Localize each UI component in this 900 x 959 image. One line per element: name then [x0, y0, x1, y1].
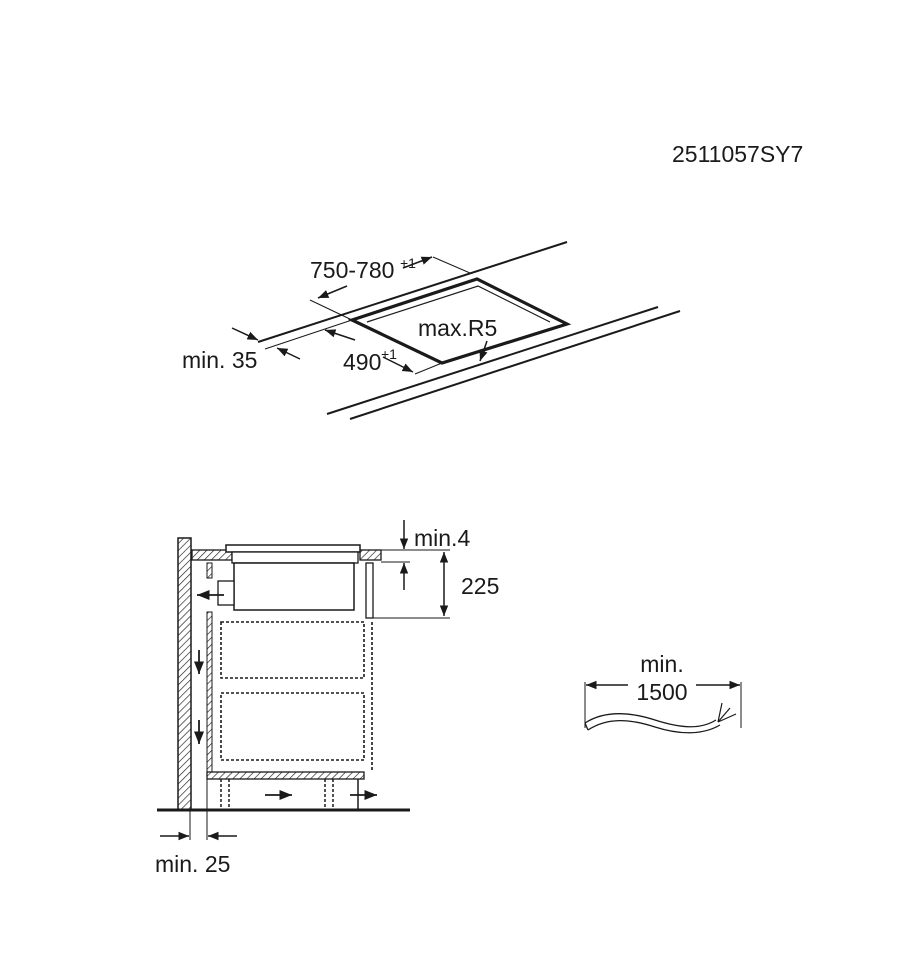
cable-wires-icon: [717, 702, 737, 723]
corner-radius-arrow: [479, 340, 488, 362]
corner-radius-label: max.R5: [418, 315, 497, 341]
cutout-diagram: 750-780 +1 490 +1 min. 35 max.R5: [182, 241, 681, 420]
depth-label: 490: [343, 349, 381, 375]
drawer-lower: [220, 692, 365, 761]
front-reference-line: [264, 319, 353, 350]
hob-frame: [231, 551, 359, 564]
wall: [177, 537, 192, 811]
top-gap-label: min.4: [414, 525, 470, 551]
front-distance-arrow-1: [231, 327, 259, 341]
worktop-back-edge: [257, 241, 568, 343]
height-label: 225: [461, 573, 499, 599]
depth-tolerance: +1: [381, 346, 397, 362]
section-diagram: min.4 225 min. 25: [155, 520, 499, 877]
width-label: 750-780: [310, 257, 394, 283]
cable: [584, 713, 717, 728]
model-code: 2511057SY7: [672, 141, 803, 167]
cable-diagram: min. 1500: [584, 651, 742, 734]
exhaust-duct: [217, 580, 235, 606]
width-arrow-right: [402, 256, 433, 269]
depth-arrow-front: [382, 356, 414, 373]
cable-label-line1: min.: [640, 651, 683, 677]
worktop-front-edge-bottom: [349, 310, 681, 420]
wall-gap-label: min. 25: [155, 851, 230, 877]
panel-back: [206, 611, 213, 773]
hob-body: [233, 562, 355, 611]
panel-top: [206, 562, 213, 579]
drawer-upper: [220, 621, 365, 679]
cutout-outline: [347, 277, 572, 365]
width-tolerance: +1: [400, 255, 416, 271]
worktop-front-edge-top: [326, 306, 659, 415]
cabinet-base: [206, 771, 365, 780]
worktop-right: [359, 549, 382, 561]
front-panel: [365, 562, 374, 619]
width-arrow-left: [317, 285, 348, 299]
cutout-inner-edge: [366, 285, 551, 323]
front-distance-label: min. 35: [182, 347, 257, 373]
hob-glass: [225, 544, 361, 553]
depth-arrow-back: [324, 329, 356, 341]
cable-label-line2: 1500: [636, 679, 687, 705]
front-distance-arrow-2: [276, 347, 301, 360]
